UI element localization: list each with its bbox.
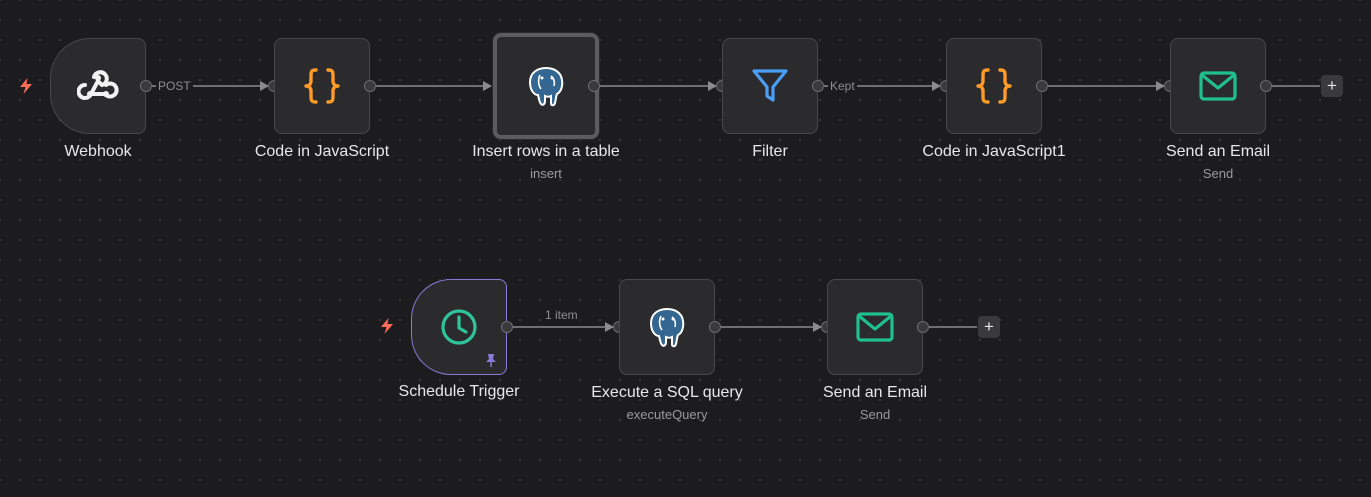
postgres-elephant-icon bbox=[524, 64, 568, 108]
edge-label-kept: Kept bbox=[828, 79, 857, 93]
postgres-elephant-icon bbox=[645, 305, 689, 349]
trigger-bolt-icon bbox=[381, 318, 393, 334]
edge-label-items: 1 item bbox=[543, 308, 580, 322]
webhook-label: Webhook bbox=[64, 143, 132, 160]
insert-rows-output-port[interactable] bbox=[588, 80, 600, 92]
sql-query-node[interactable] bbox=[619, 279, 715, 375]
send-email-label: Send an Email bbox=[1165, 143, 1271, 160]
insert-rows-subtitle: insert bbox=[530, 166, 562, 181]
add-node-button[interactable]: + bbox=[978, 316, 1000, 338]
sql-query-label: Execute a SQL query bbox=[591, 384, 743, 401]
filter-output-port[interactable] bbox=[812, 80, 824, 92]
send-email2-output-port[interactable] bbox=[917, 321, 929, 333]
code-js1-label: Code in JavaScript1 bbox=[922, 143, 1066, 160]
edge-label-post: POST bbox=[156, 79, 193, 93]
schedule-trigger-node[interactable] bbox=[411, 279, 507, 375]
schedule-output-port[interactable] bbox=[501, 321, 513, 333]
sql-query-output-port[interactable] bbox=[709, 321, 721, 333]
code-js1-node[interactable] bbox=[946, 38, 1042, 134]
webhook-icon bbox=[76, 64, 120, 108]
send-email2-node[interactable] bbox=[827, 279, 923, 375]
insert-rows-label: Insert rows in a table bbox=[472, 143, 620, 160]
trigger-bolt-icon bbox=[20, 78, 32, 94]
send-email-subtitle: Send bbox=[1202, 166, 1234, 181]
schedule-trigger-label: Schedule Trigger bbox=[398, 383, 520, 400]
send-email-node[interactable] bbox=[1170, 38, 1266, 134]
webhook-node[interactable] bbox=[50, 38, 146, 134]
clock-icon bbox=[437, 305, 481, 349]
pin-icon bbox=[486, 354, 496, 367]
code-braces-icon bbox=[972, 64, 1016, 108]
code-js-label: Code in JavaScript bbox=[254, 143, 390, 160]
send-email2-label: Send an Email bbox=[822, 384, 928, 401]
code-braces-icon bbox=[300, 64, 344, 108]
send-email2-subtitle: Send bbox=[859, 407, 891, 422]
envelope-icon bbox=[853, 305, 897, 349]
code-js1-output-port[interactable] bbox=[1036, 80, 1048, 92]
insert-rows-node[interactable] bbox=[493, 33, 599, 139]
filter-node[interactable] bbox=[722, 38, 818, 134]
code-js-output-port[interactable] bbox=[364, 80, 376, 92]
add-node-button[interactable]: + bbox=[1321, 75, 1343, 97]
envelope-icon bbox=[1196, 64, 1240, 108]
filter-funnel-icon bbox=[748, 64, 792, 108]
filter-label: Filter bbox=[752, 143, 788, 160]
webhook-output-port[interactable] bbox=[140, 80, 152, 92]
code-js-node[interactable] bbox=[274, 38, 370, 134]
send-email-output-port[interactable] bbox=[1260, 80, 1272, 92]
sql-query-subtitle: executeQuery bbox=[626, 407, 708, 422]
